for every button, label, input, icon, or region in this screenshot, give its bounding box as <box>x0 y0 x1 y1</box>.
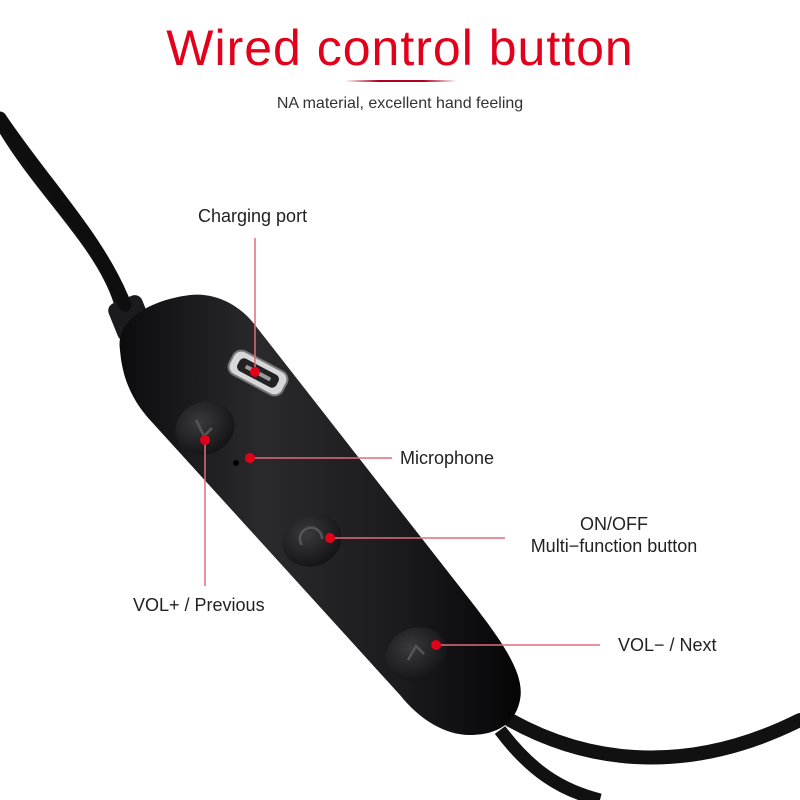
callout-power <box>325 533 505 543</box>
cable-right <box>700 430 800 500</box>
cable-bottom-left <box>494 726 602 800</box>
callout-vol-up <box>200 435 210 586</box>
cable-left <box>0 113 145 327</box>
callout-vol-down <box>431 640 600 650</box>
cable-bottom <box>503 713 800 765</box>
label-on-off: ON/OFF <box>580 514 648 534</box>
label-vol-down-next: VOL− / Next <box>618 635 717 655</box>
label-microphone: Microphone <box>400 448 495 468</box>
page-subtitle: NA material, excellent hand feeling <box>276 95 524 112</box>
label-multi-function: Multi−function button <box>530 536 698 556</box>
power-button <box>282 513 342 567</box>
vol-down-button <box>385 627 447 681</box>
title-underline <box>345 80 457 82</box>
microphone-hole <box>233 460 239 466</box>
page-title: Wired control button <box>166 20 634 76</box>
label-vol-up-previous: VOL+ / Previous <box>133 595 265 615</box>
cable-top-right <box>615 0 800 330</box>
label-charging-port: Charging port <box>198 206 308 226</box>
callout-charging-port <box>250 238 260 377</box>
cable-long-right <box>770 360 782 430</box>
callout-microphone <box>245 453 392 463</box>
